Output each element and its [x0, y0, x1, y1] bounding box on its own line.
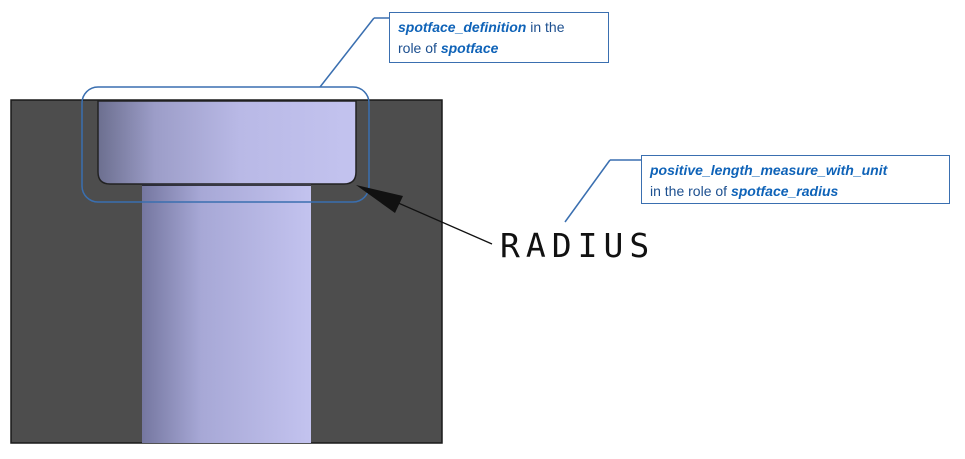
- radius-dimension-label: RADIUS: [500, 226, 656, 265]
- spotface-pocket: [97, 100, 357, 185]
- radius-callout: positive_length_measure_with_unit in the…: [641, 155, 950, 204]
- radius-callout-role: spotface_radius: [730, 183, 839, 199]
- radius-callout-term: positive_length_measure_with_unit: [650, 162, 888, 178]
- radius-leader-line: [564, 159, 611, 223]
- spotface-leader-line: [319, 17, 375, 88]
- spotface-callout-text-2: role of: [398, 40, 441, 56]
- radius-callout-text: in the role of: [650, 183, 731, 199]
- spotface-callout-term: spotface_definition: [398, 19, 527, 35]
- radius-arrowhead: [356, 185, 403, 213]
- through-bore: [142, 184, 311, 443]
- spotface-callout-text-1: in the: [526, 19, 565, 35]
- spotface-highlight-outline: [81, 86, 370, 203]
- spotface-callout: spotface_definition in the role of spotf…: [389, 12, 609, 63]
- spotface-callout-role: spotface: [440, 40, 499, 56]
